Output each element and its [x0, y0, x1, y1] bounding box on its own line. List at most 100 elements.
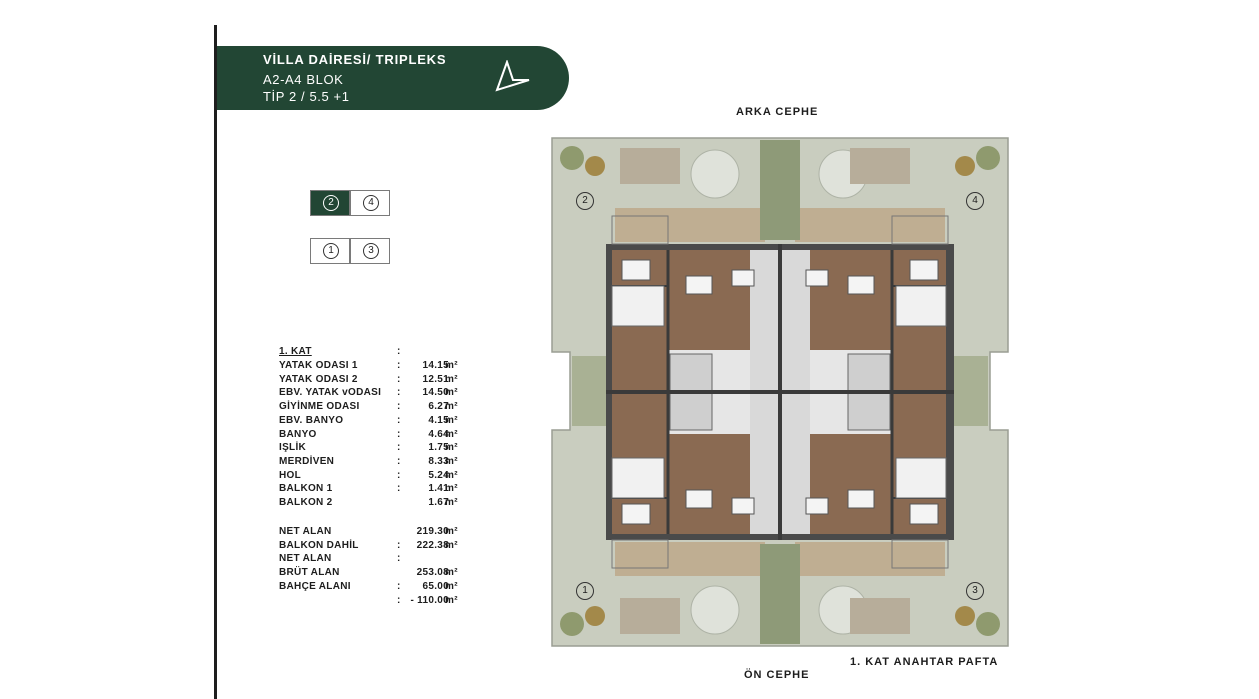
area-label: EBV. BANYO: [279, 414, 344, 426]
area-value: 1.75: [428, 442, 449, 454]
key-number: 2: [323, 195, 339, 211]
area-unit: m²: [445, 401, 458, 413]
area-unit: m²: [445, 387, 458, 399]
colon: :: [397, 594, 401, 606]
colon: :: [397, 428, 401, 440]
area-unit: m²: [445, 497, 458, 508]
area-label: BRÜT ALAN: [279, 567, 340, 579]
page-divider-line: [214, 25, 217, 699]
unit-number-1: 1: [576, 582, 594, 600]
area-unit: m²: [445, 469, 458, 481]
floor-title: 1. KAT: [279, 346, 312, 357]
colon: :: [397, 373, 401, 385]
colon: :: [397, 539, 401, 551]
area-label: IŞLİK: [279, 442, 307, 454]
area-value: - 110.00: [410, 594, 449, 606]
colon: :: [397, 346, 401, 357]
area-label: EBV. YATAK vODASI: [279, 387, 382, 399]
area-value: 4.64: [428, 428, 449, 440]
area-row: NET ALAN:: [279, 553, 459, 567]
front-facade-label: ÖN CEPHE: [744, 669, 810, 681]
area-label: YATAK ODASI 1: [279, 360, 358, 371]
area-value: 8.33: [428, 455, 449, 467]
area-label: BANYO: [279, 428, 317, 440]
unit-number-2: 2: [576, 192, 594, 210]
colon: :: [397, 360, 401, 371]
area-label: NET ALAN: [279, 553, 332, 565]
area-unit: m²: [445, 526, 458, 537]
area-value: 219.30: [416, 526, 449, 537]
area-unit: m²: [445, 580, 458, 592]
project-title: VİLLA DAİRESİ/ TRIPLEKS: [263, 52, 447, 67]
area-unit: m²: [445, 428, 458, 440]
area-value: 12.51: [422, 373, 449, 385]
area-label: HOL: [279, 469, 302, 481]
unit-key-map: 2 4 1 3: [310, 190, 392, 266]
area-unit: m²: [445, 483, 458, 495]
colon: :: [397, 401, 401, 413]
type-label: TİP 2 / 5.5 +1: [263, 89, 350, 104]
area-unit: m²: [445, 594, 458, 606]
area-label: YATAK ODASI 2: [279, 373, 358, 385]
area-unit: m²: [445, 539, 458, 551]
brand-logo-icon: [495, 60, 530, 92]
key-cell-4: 4: [350, 190, 390, 216]
area-unit: m²: [445, 414, 458, 426]
area-unit: m²: [445, 442, 458, 454]
area-value: 253.08: [416, 567, 449, 579]
colon: :: [397, 469, 401, 481]
floor-title-row: 1. KAT :: [279, 346, 459, 360]
colon: :: [397, 414, 401, 426]
colon: :: [397, 442, 401, 454]
area-unit: m²: [445, 360, 458, 371]
key-cell-2: 2: [310, 190, 350, 216]
colon: :: [397, 580, 401, 592]
area-value: 4.15: [428, 414, 449, 426]
area-label: BALKON DAHİL: [279, 539, 359, 551]
key-number: 3: [363, 243, 379, 259]
area-label: BAHÇE ALANI: [279, 580, 351, 592]
colon: :: [397, 455, 401, 467]
key-plan-label: 1. KAT ANAHTAR PAFTA: [850, 656, 999, 668]
rear-facade-label: ARKA CEPHE: [736, 106, 819, 118]
area-unit: m²: [445, 373, 458, 385]
area-label: GİYİNME ODASI: [279, 401, 360, 413]
area-value: 14.50: [422, 387, 449, 399]
colon: :: [397, 483, 401, 495]
unit-number-4: 4: [966, 192, 984, 210]
key-number: 4: [363, 195, 379, 211]
area-label: MERDİVEN: [279, 455, 335, 467]
area-label: BALKON 1: [279, 483, 333, 495]
colon: :: [397, 387, 401, 399]
area-value: 222.38: [416, 539, 449, 551]
area-value: 6.27: [428, 401, 449, 413]
area-value: 1.67: [428, 497, 449, 508]
area-unit: m²: [445, 567, 458, 579]
colon: :: [397, 553, 401, 565]
area-label: NET ALAN: [279, 526, 332, 537]
floor-plan-drawing: 2 4 1 3: [550, 136, 1010, 653]
area-unit: m²: [445, 455, 458, 467]
key-number: 1: [323, 243, 339, 259]
unit-number-3: 3: [966, 582, 984, 600]
title-banner: VİLLA DAİRESİ/ TRIPLEKS A2-A4 BLOK TİP 2…: [217, 46, 569, 110]
key-cell-3: 3: [350, 238, 390, 264]
block-label: A2-A4 BLOK: [263, 72, 344, 87]
key-cell-1: 1: [310, 238, 350, 264]
